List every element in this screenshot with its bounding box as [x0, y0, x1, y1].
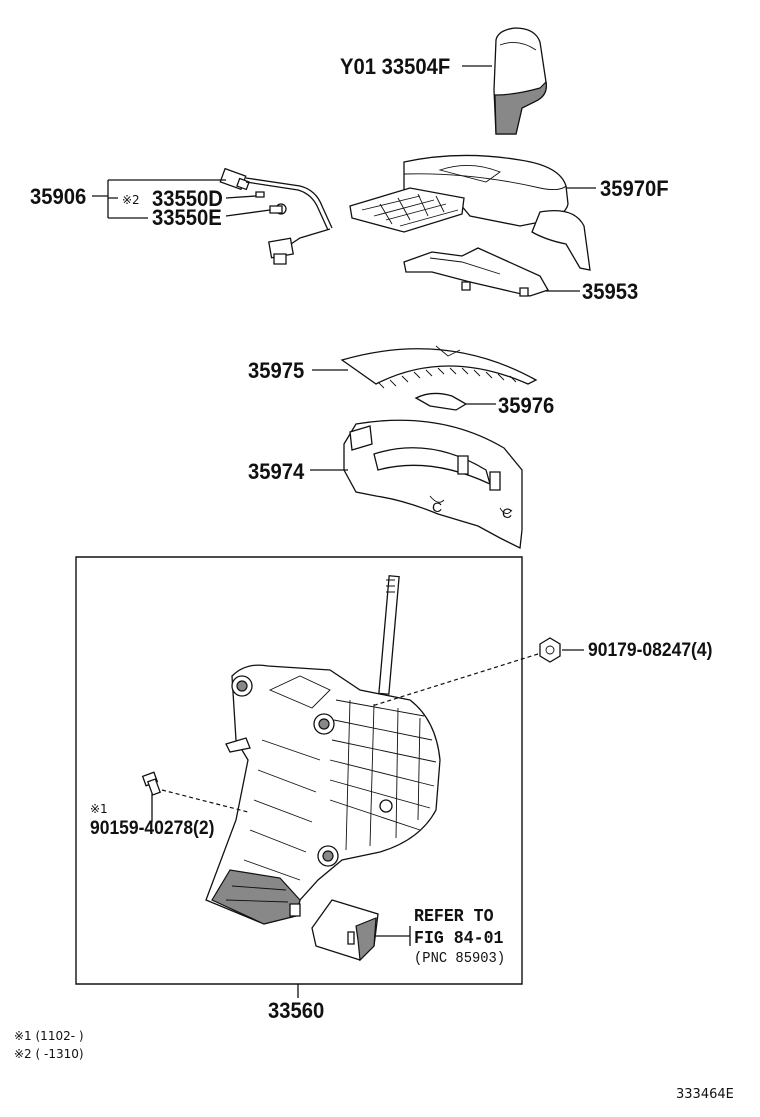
label-35953: 35953 [582, 279, 639, 304]
note2-mark: ※2 [122, 193, 140, 207]
leader-cable-bracket [92, 180, 226, 218]
nut-path [372, 654, 538, 706]
svg-text:C: C [432, 499, 442, 515]
label-35906: 35906 [30, 184, 87, 209]
leader-33550e [226, 210, 270, 216]
label-35976: 35976 [498, 393, 555, 418]
label-shift-knob: Y01 33504F [340, 54, 451, 79]
indicator-housing-drawing [350, 155, 590, 270]
label-33550d: 33550D [152, 186, 223, 211]
assembly-frame [76, 557, 522, 984]
leader-refer [374, 926, 410, 946]
position-housing-drawing: C C [344, 420, 522, 548]
label-refer-line3: (PNC 85903) [414, 950, 506, 967]
label-refer-line1: REFER TO [414, 907, 494, 927]
shift-lever-assembly-drawing [206, 576, 440, 924]
label-33550e: 33550E [152, 205, 222, 230]
indicator-plate-drawing [404, 248, 548, 296]
label-bolt: 90159-40278(2) [90, 818, 215, 839]
figure-id: 333464E [676, 1087, 734, 1102]
label-33560: 33560 [268, 998, 325, 1023]
shift-knob-drawing [494, 28, 546, 134]
svg-text:C: C [502, 505, 512, 521]
footnote-1: ※1 (1102- ) [14, 1029, 84, 1043]
note1-mark: ※1 [90, 802, 108, 816]
label-35975: 35975 [248, 358, 305, 383]
label-nut: 90179-08247(4) [588, 640, 713, 661]
bolt-path [162, 790, 248, 812]
label-refer-line2: FIG 84-01 [414, 929, 504, 949]
footnote-2: ※2 ( -1310) [14, 1047, 84, 1061]
nut-drawing [540, 638, 560, 662]
label-35974: 35974 [248, 459, 305, 484]
spring-drawing [416, 393, 466, 410]
connector-drawing [312, 900, 378, 960]
slide-cover-drawing [342, 346, 536, 388]
bolt-drawing [143, 772, 161, 795]
label-35970f: 35970F [600, 176, 669, 201]
cable-assembly-drawing [220, 169, 332, 264]
leader-33550d [226, 196, 256, 198]
